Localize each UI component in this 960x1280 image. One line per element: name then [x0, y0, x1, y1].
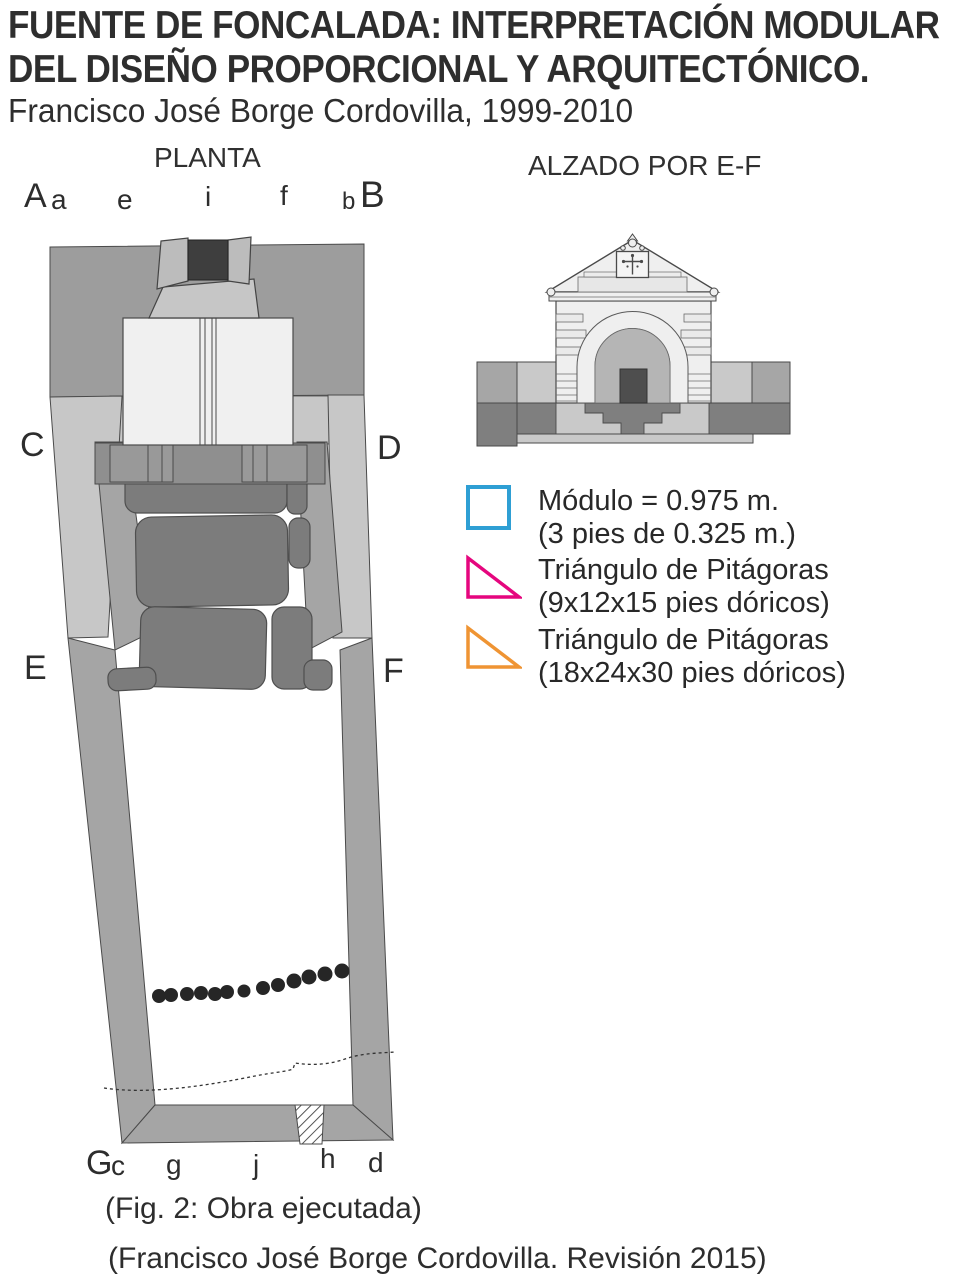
- plan-dashed-ground-line: [103, 1051, 397, 1092]
- plan-water-dots: [152, 963, 350, 1003]
- elevation-doorway: [619, 368, 648, 404]
- elevation-side-wings: [476, 361, 791, 404]
- elevation-drawing: [476, 233, 791, 447]
- plan-label-g: g: [166, 1149, 182, 1180]
- plan-title: PLANTA: [154, 142, 261, 173]
- elevation-base: [476, 402, 791, 447]
- elevation-cross-plaque: [615, 250, 650, 279]
- plan-left-channel-wall: [67, 637, 156, 1145]
- elevation-title: ALZADO POR E-F: [528, 150, 762, 181]
- legend-triangle-large-line2: (18x24x30 pies dóricos): [538, 657, 846, 689]
- legend-module-line1: Módulo = 0.975 m.: [538, 485, 780, 517]
- plan-corbel-band: [94, 442, 326, 485]
- plan-label-A: A: [24, 177, 47, 215]
- pythagoras-triangle-small-icon: [466, 554, 522, 599]
- plan-label-D: D: [377, 429, 402, 467]
- figure-caption: (Fig. 2: Obra ejecutada): [105, 1192, 422, 1225]
- elevation-apex-ornament: [620, 233, 645, 251]
- elevation-steps: [555, 402, 710, 435]
- legend-triangle-large-line1: Triángulo de Pitágoras: [538, 624, 829, 656]
- page-subtitle: Francisco José Borge Cordovilla, 1999-20…: [8, 92, 634, 129]
- module-square-icon: [466, 485, 511, 530]
- page-title-line2: DEL DISEÑO PROPORCIONAL Y ARQUITECTÓNICO…: [8, 48, 870, 91]
- plan-label-c: c: [111, 1150, 125, 1181]
- plan-label-C: C: [20, 426, 45, 464]
- plan-label-G: G: [86, 1144, 113, 1182]
- plan-right-wall-wedge: [296, 441, 343, 651]
- page-title-line1: FUENTE DE FONCALADA: INTERPRETACIÓN MODU…: [8, 4, 940, 47]
- plan-hatched-block: [294, 1104, 325, 1145]
- legend-item-triangle-large: Triángulo de Pitágoras (18x24x30 pies dó…: [464, 624, 846, 690]
- plan-channel-bottom: [120, 1104, 395, 1144]
- plan-drawing: [49, 236, 397, 1145]
- plan-label-i: i: [205, 181, 212, 212]
- plan-label-a: a: [51, 184, 67, 215]
- plan-label-h: h: [320, 1143, 336, 1174]
- plan-label-E: E: [24, 649, 47, 687]
- legend-module-line2: (3 pies de 0.325 m.): [538, 518, 796, 550]
- elevation-arch-interior: [594, 328, 671, 404]
- legend-triangle-small-line1: Triángulo de Pitágoras: [538, 554, 829, 586]
- pythagoras-triangle-large-icon: [466, 624, 522, 669]
- plan-label-e: e: [117, 184, 133, 215]
- plan-label-d: d: [368, 1147, 384, 1178]
- plan-label-f: f: [280, 180, 288, 211]
- legend-item-triangle-small: Triángulo de Pitágoras (9x12x15 pies dór…: [464, 554, 830, 620]
- plan-label-b: b: [342, 188, 356, 215]
- legend-triangle-small-line2: (9x12x15 pies dóricos): [538, 587, 830, 619]
- credit-caption: (Francisco José Borge Cordovilla. Revisi…: [108, 1242, 767, 1275]
- plan-right-channel-wall: [339, 637, 394, 1142]
- plan-label-F: F: [383, 652, 404, 690]
- plan-house-footprint: [122, 317, 294, 446]
- plan-stones: [107, 454, 333, 692]
- plan-label-j: j: [253, 1149, 260, 1180]
- plan-spout-stones: [148, 236, 260, 319]
- legend-item-module: Módulo = 0.975 m. (3 pies de 0.325 m.): [464, 485, 796, 551]
- plan-label-B: B: [360, 174, 385, 215]
